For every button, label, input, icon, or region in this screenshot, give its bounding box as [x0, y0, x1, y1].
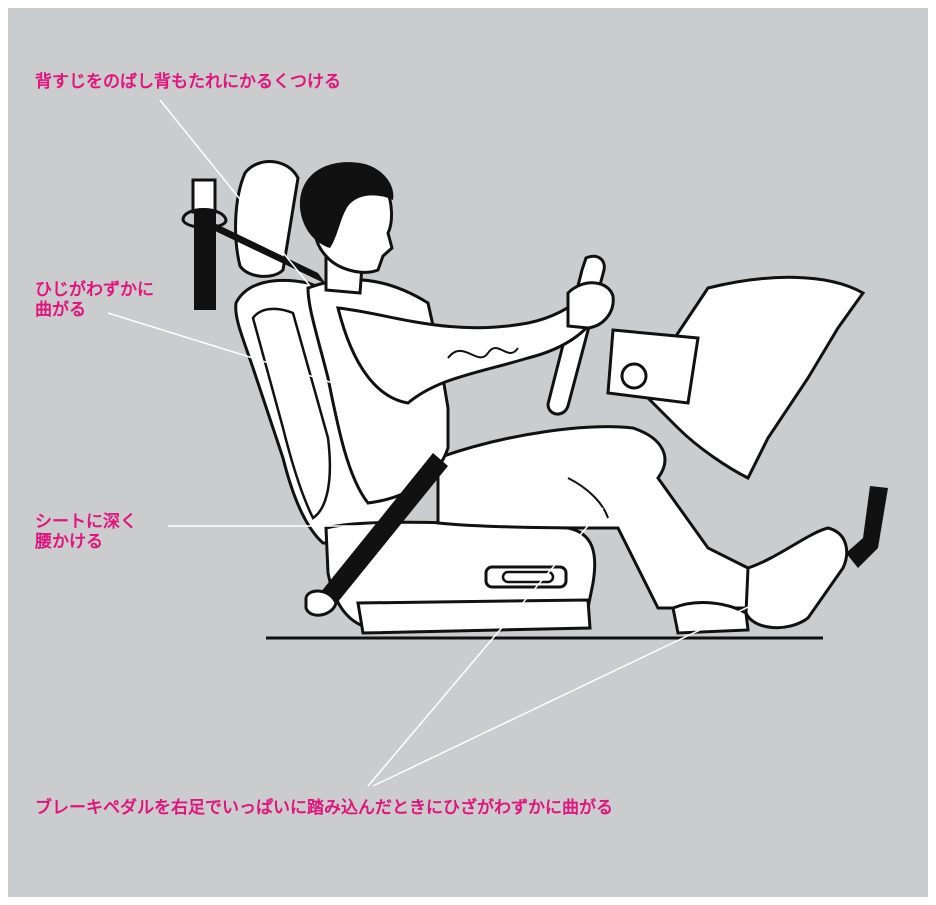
seat-base: [356, 598, 592, 635]
driver-hand: [566, 281, 615, 330]
seat-back-inner: [251, 307, 332, 520]
belt-pillar: [194, 208, 216, 310]
lap-belt: [316, 453, 448, 608]
leader-brake-pedal: [372, 575, 814, 787]
shoulder-belt: [208, 220, 326, 284]
belt-anchor-loop: [181, 208, 228, 229]
driver-seat-illustration: [107, 99, 888, 787]
sleeve-wrinkle: [447, 347, 519, 359]
leader-brake-knee: [367, 507, 604, 787]
belt-tongue: [304, 589, 338, 617]
label-posture: 背すじをのばし背もたれにかるくつける: [35, 72, 341, 92]
label-elbow: ひじがわずかに 曲がる: [35, 280, 154, 320]
leader-elbow: [107, 312, 421, 411]
driver-arm: [336, 296, 600, 405]
belt-buckle-plate: [191, 178, 217, 214]
brake-pedal: [846, 486, 888, 568]
leg-crease: [567, 477, 609, 519]
column-knob: [620, 362, 648, 390]
seat-adjuster-slot: [501, 570, 555, 584]
leader-posture: [159, 99, 311, 287]
left-shoe: [671, 601, 750, 635]
driver-hair: [299, 162, 394, 248]
steering-column: [606, 328, 700, 405]
right-shoe: [744, 526, 849, 630]
label-brake: ブレーキペダルを右足でいっぱいに踏み込んだときにひざがわずかに曲がる: [35, 798, 613, 818]
label-seat: シートに深く 腰かける: [35, 512, 137, 552]
dashboard: [646, 275, 866, 481]
driving-posture-diagram: 背すじをのばし背もたれにかるくつける ひじがわずかに 曲がる シートに深く 腰か…: [8, 8, 928, 897]
